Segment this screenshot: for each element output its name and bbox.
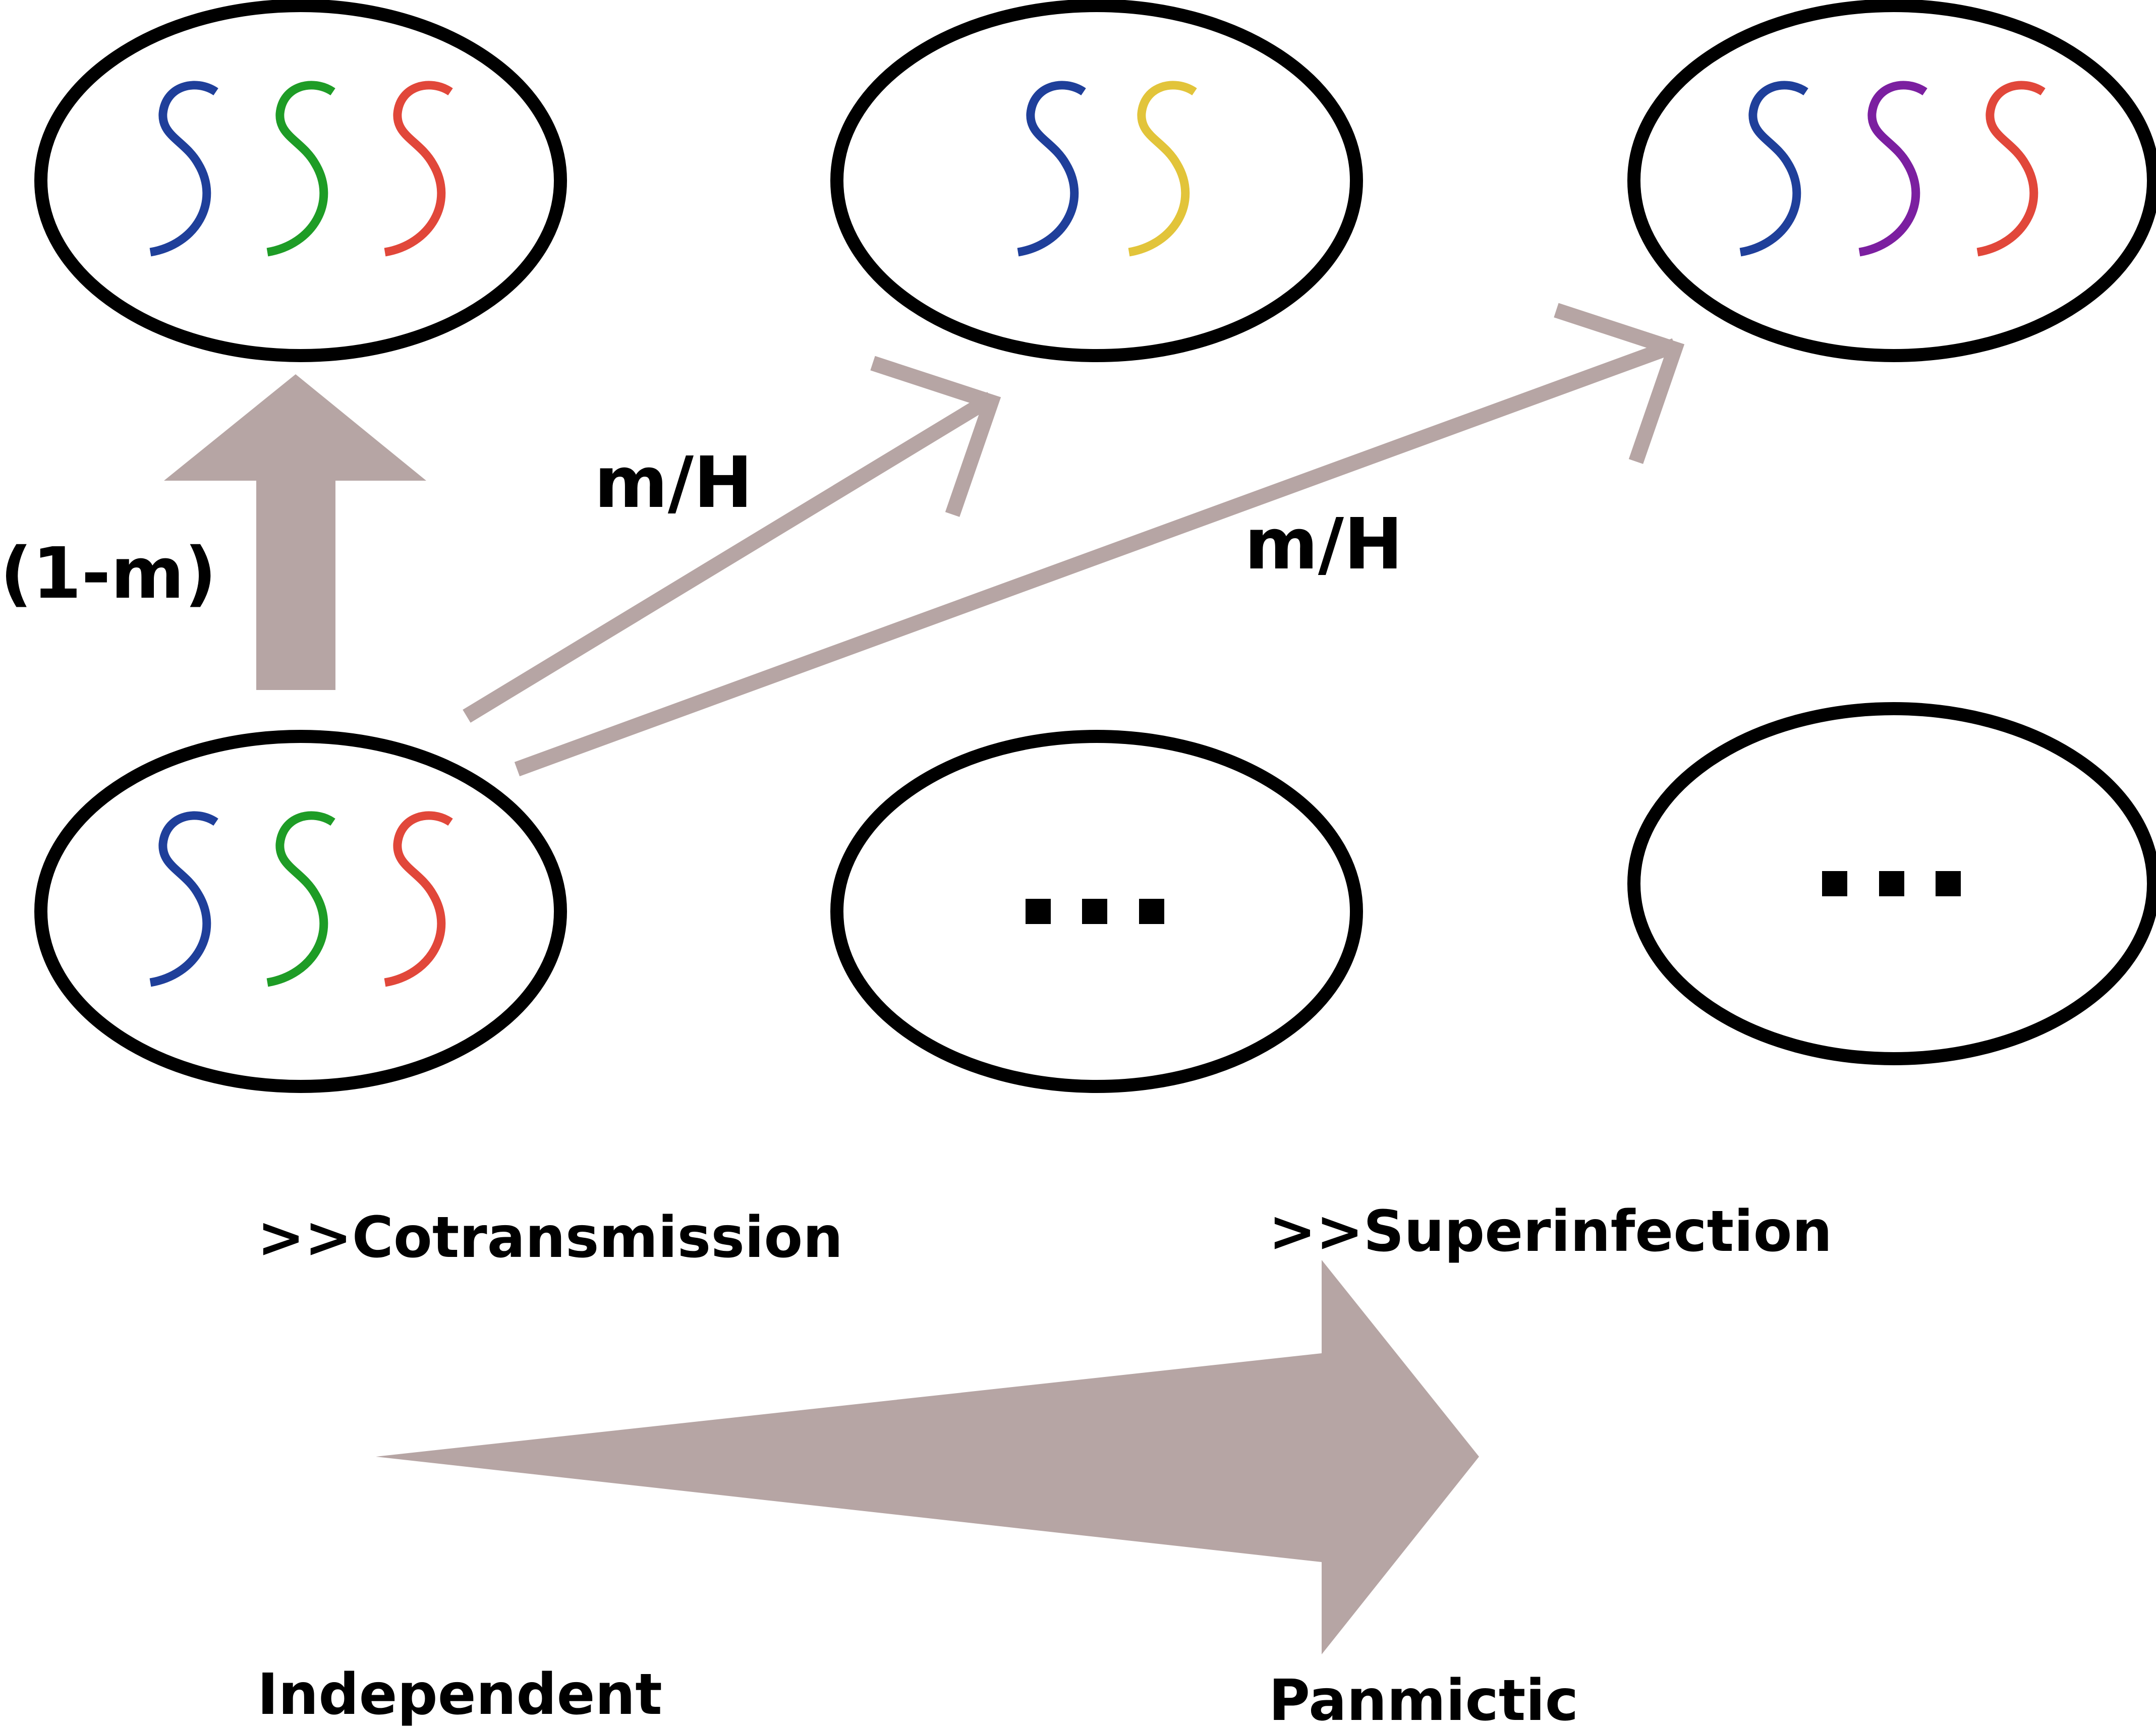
- superinfection-label: >>Superinfection: [1269, 1199, 1832, 1264]
- horizontal-transmission-arrow-2: [514, 303, 1685, 777]
- host-top-right: [1627, 0, 2156, 362]
- strain-red-icon: [1976, 81, 2046, 257]
- host-bottom-right: [1627, 702, 2156, 1065]
- horizontal-transmission-label-2: m/H: [1244, 503, 1403, 586]
- strain-blue-icon: [1739, 81, 1808, 257]
- host-top-middle: [830, 0, 1363, 362]
- host-top-left: [34, 0, 567, 362]
- panmictic-label: Panmictic: [1269, 1668, 1578, 1727]
- strain-group-top-middle: [1017, 81, 1197, 257]
- strain-green-icon: [266, 81, 335, 257]
- cotransmission-label: >>Cotransmission: [257, 1205, 843, 1271]
- independent-label: Independent: [257, 1662, 662, 1727]
- strain-group-bottom-left: [149, 811, 453, 987]
- strain-blue-icon: [149, 81, 218, 257]
- strain-red-icon: [384, 811, 453, 987]
- horizontal-transmission-arrow-1: [463, 356, 1001, 723]
- ellipsis-bottom-right: [1822, 871, 1961, 896]
- strain-blue-icon: [149, 811, 218, 987]
- strain-purple-icon: [1858, 81, 1927, 257]
- independent-to-panmictic-arrow: [376, 1260, 1479, 1654]
- strain-green-icon: [266, 811, 335, 987]
- vertical-transmission-label: (1-m): [0, 533, 216, 615]
- host-bottom-left: [34, 730, 567, 1093]
- strain-group-top-left: [149, 81, 453, 257]
- strain-yellow-icon: [1128, 81, 1197, 257]
- ellipsis-bottom-middle: [1026, 899, 1164, 924]
- strain-red-icon: [384, 81, 453, 257]
- vertical-transmission-arrow: [164, 374, 426, 690]
- strain-blue-icon: [1017, 81, 1086, 257]
- strain-group-top-right: [1739, 81, 2046, 257]
- host-bottom-middle: [830, 730, 1363, 1093]
- horizontal-transmission-label-1: m/H: [594, 442, 753, 524]
